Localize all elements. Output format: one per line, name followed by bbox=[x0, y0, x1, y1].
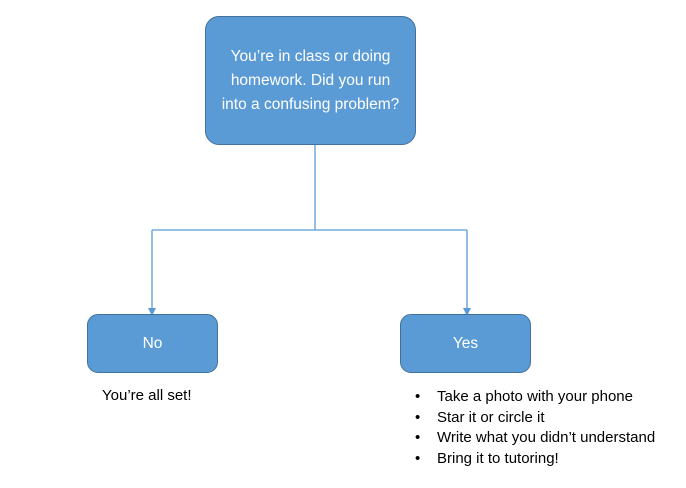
bullet-icon: • bbox=[415, 449, 421, 467]
action-text: Bring it to tutoring! bbox=[437, 449, 559, 467]
yes-box: Yes bbox=[400, 314, 531, 373]
bullet-icon: • bbox=[415, 429, 421, 446]
no-outcome-text: You’re all set! bbox=[102, 387, 192, 404]
no-label: No bbox=[142, 334, 163, 352]
action-text: Star it or circle it bbox=[437, 408, 545, 426]
question-box: You’re in class or doing homework. Did y… bbox=[205, 16, 416, 145]
bullet-icon: • bbox=[415, 388, 421, 405]
list-item: • Star it or circle it bbox=[415, 408, 655, 429]
list-item: • Bring it to tutoring! bbox=[415, 449, 655, 470]
bullet-icon: • bbox=[415, 408, 421, 426]
no-box: No bbox=[87, 314, 218, 373]
yes-action-list: • Take a photo with your phone • Star it… bbox=[415, 387, 655, 469]
yes-label: Yes bbox=[452, 334, 479, 352]
list-item: • Write what you didn’t understand bbox=[415, 428, 655, 449]
action-text: Take a photo with your phone bbox=[437, 388, 633, 405]
list-item: • Take a photo with your phone bbox=[415, 387, 655, 408]
question-text: You’re in class or doing homework. Did y… bbox=[221, 47, 400, 113]
action-text: Write what you didn’t understand bbox=[437, 429, 656, 446]
